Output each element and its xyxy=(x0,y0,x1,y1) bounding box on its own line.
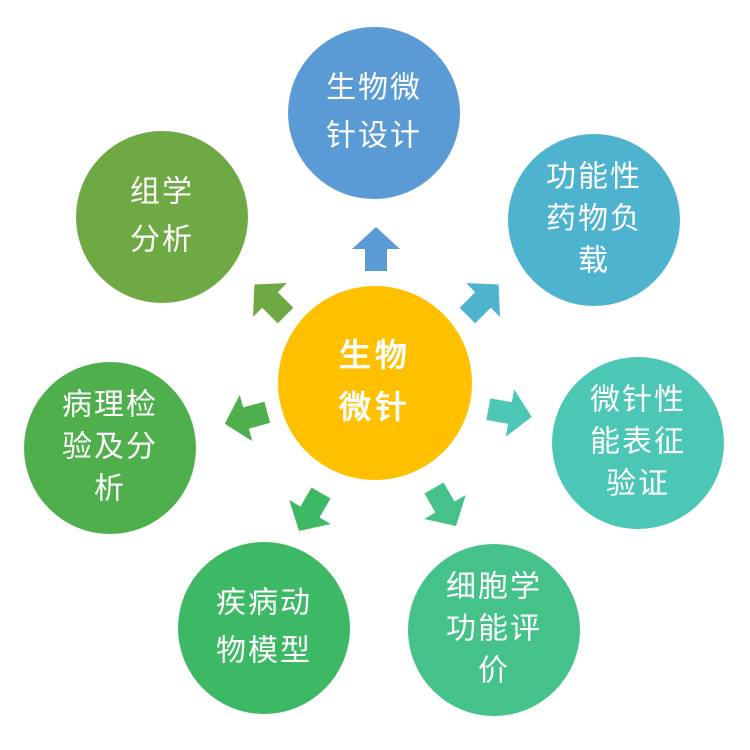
arrow-histology-analysis xyxy=(253,283,294,324)
node-circle-pathology-analysis xyxy=(24,362,196,534)
arrow-disease-animal-model xyxy=(289,487,331,532)
node-label-line: 析 xyxy=(94,472,126,507)
arrow-functional-drug-loading xyxy=(459,283,500,324)
node-circle-functional-drug-loading xyxy=(508,134,680,306)
center-circle xyxy=(278,286,472,480)
arrow-performance-characterization xyxy=(486,389,532,437)
arrow-cell-function-evaluation xyxy=(424,482,466,527)
node-label-line: 验及分 xyxy=(62,430,158,465)
node-circle-disease-animal-model xyxy=(178,542,350,714)
node-label-line: 功能性 xyxy=(546,160,642,195)
node-circle-performance-characterization xyxy=(552,357,724,529)
node-label-line: 药物负 xyxy=(546,202,642,237)
nodes-group: 生物微针设计功能性药物负载微针性能表征验证细胞学功能评价疾病动物模型病理检验及分… xyxy=(24,27,724,716)
node-label-line: 组学 xyxy=(130,175,194,210)
node-circle-microneedle-design xyxy=(288,27,460,199)
arrow-microneedle-design xyxy=(352,227,400,271)
node-circle-histology-analysis xyxy=(76,131,248,303)
node-label-line: 能表征 xyxy=(590,425,686,460)
arrow-pathology-analysis xyxy=(224,394,271,442)
node-label-line: 病理检 xyxy=(62,388,158,423)
center-label-line: 生物 xyxy=(339,336,411,374)
node-label-line: 功能评 xyxy=(446,612,542,647)
arrows-group xyxy=(224,227,532,532)
node-label-line: 微针性 xyxy=(590,383,686,418)
node-label-line: 载 xyxy=(578,244,610,279)
node-label-line: 分析 xyxy=(130,223,194,258)
node-label-line: 价 xyxy=(478,654,510,689)
node-label-line: 物模型 xyxy=(216,634,312,669)
node-label-line: 疾病动 xyxy=(216,586,312,621)
node-label-line: 细胞学 xyxy=(446,570,542,605)
node-circle-cell-function-evaluation xyxy=(408,544,580,716)
node-label-line: 生物微 xyxy=(326,71,422,106)
center-label-line: 微针 xyxy=(338,388,411,426)
node-label-line: 针设计 xyxy=(326,119,422,154)
node-label-line: 验证 xyxy=(606,467,670,502)
